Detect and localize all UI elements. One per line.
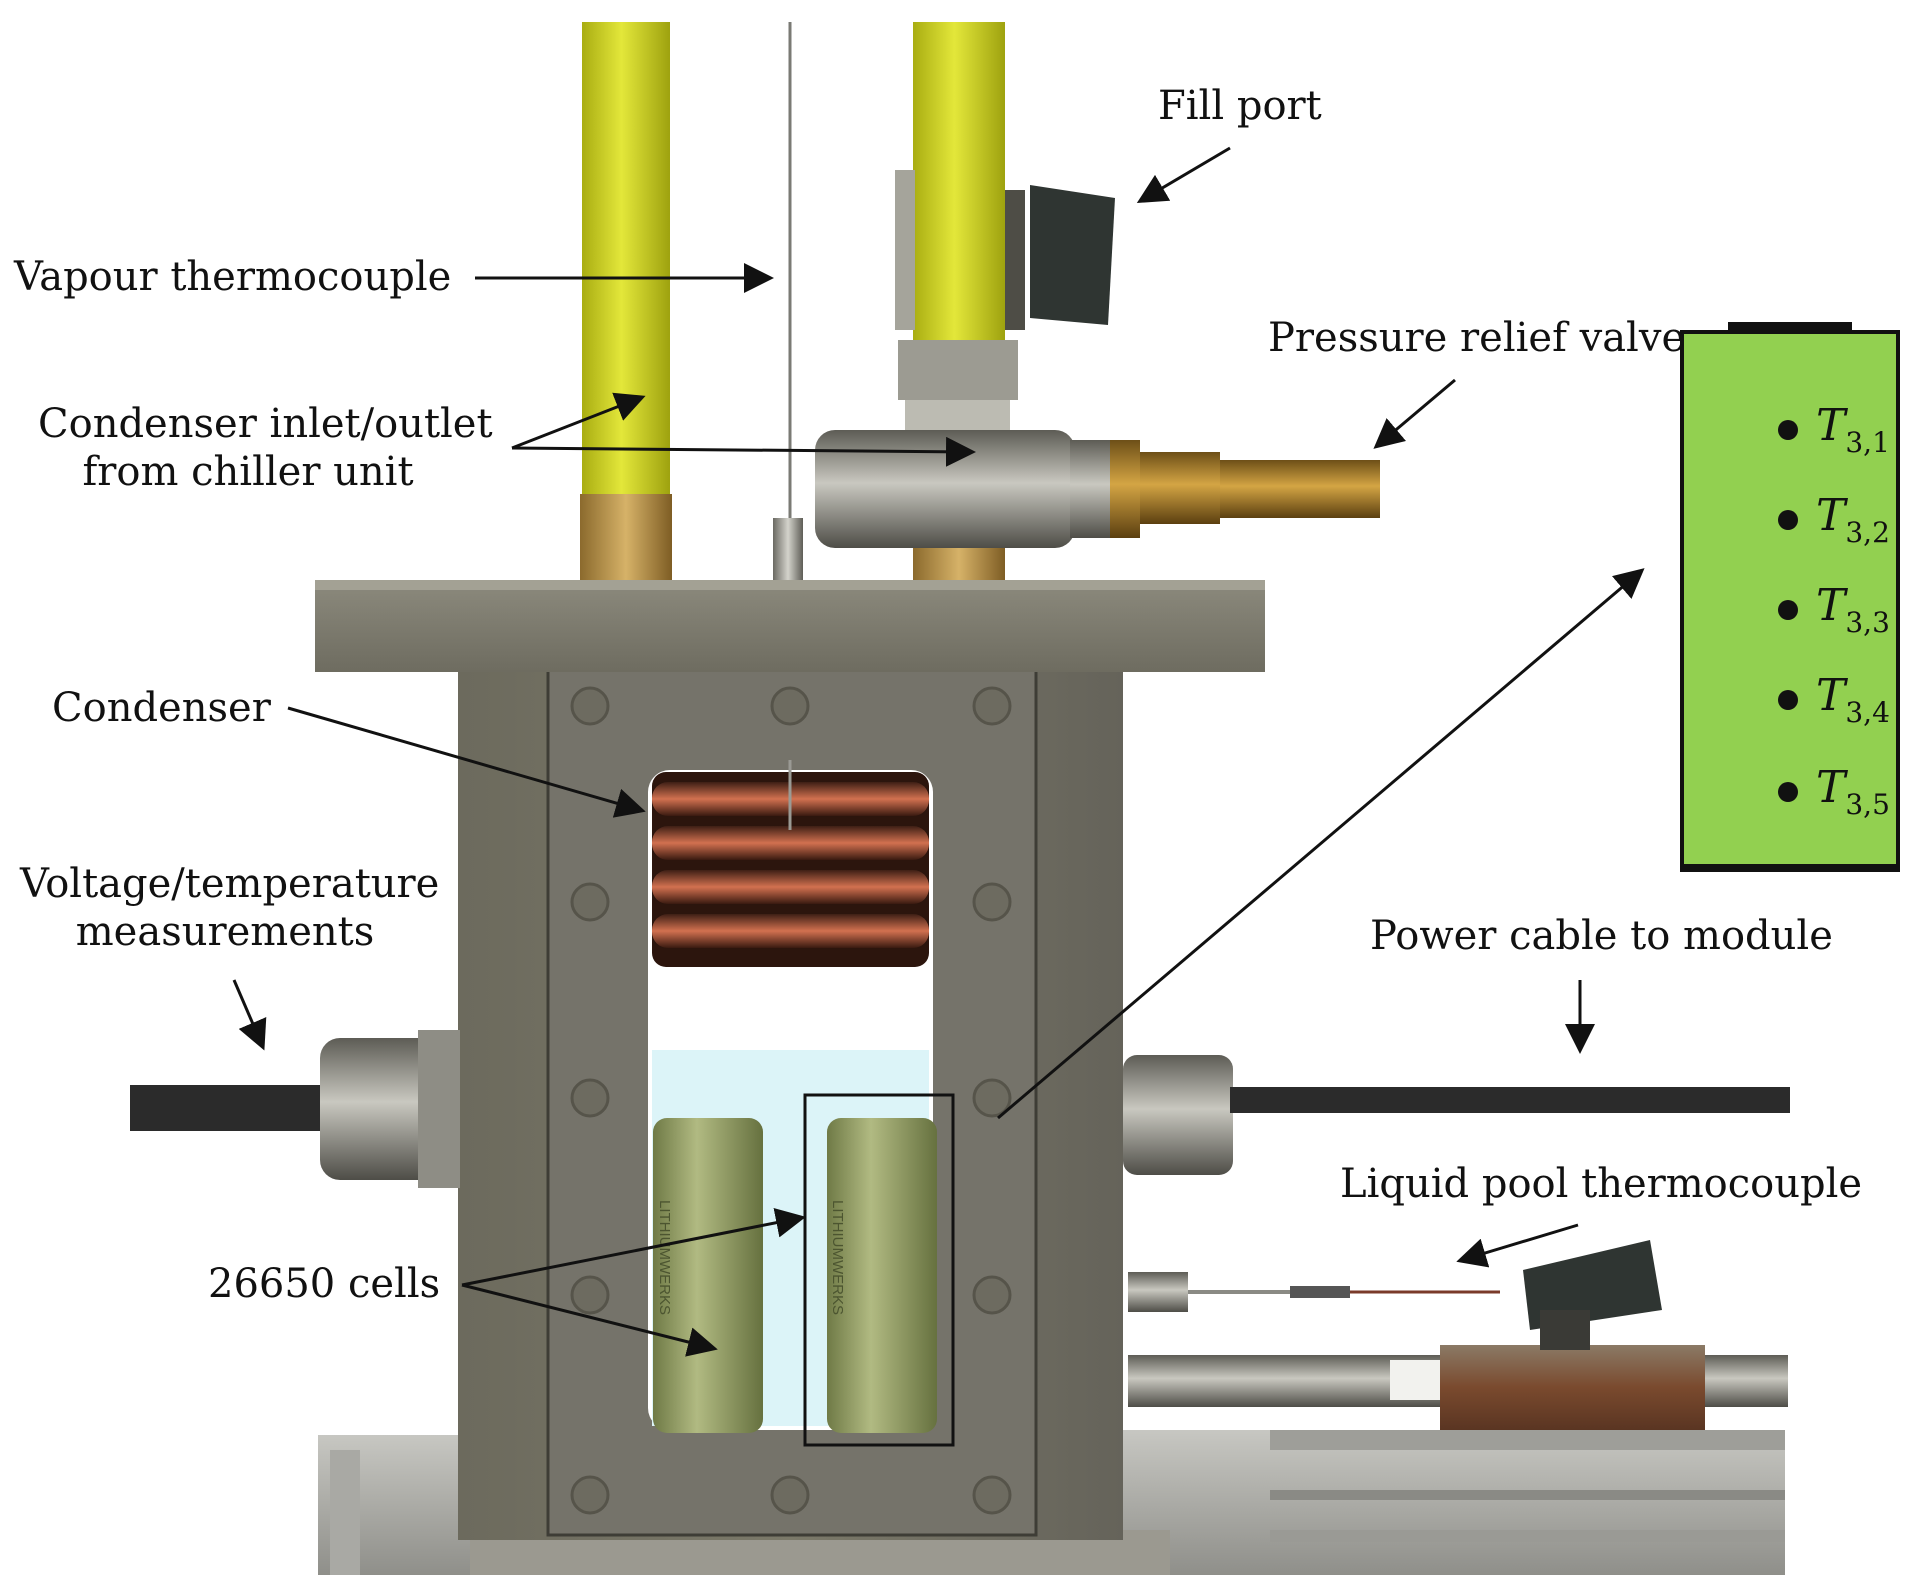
label-voltage-line1: Voltage/temperature [20,861,440,907]
thermocouple-dot [1778,600,1798,620]
arrow-fill-port [1136,146,1231,204]
thermocouple-dot [1778,420,1798,440]
label-condenser-inlet-line2: from chiller unit [82,449,414,495]
arrow-condenser-inlet-left [511,392,646,450]
cell-label-left: LITHIUMWERKS [656,1200,673,1315]
arrow-cells-right [461,1207,806,1287]
label-cells: 26650 cells [208,1261,441,1307]
label-condenser-inlet-line1: Condenser inlet/outlet [38,401,493,447]
label-voltage-line2: measurements [75,909,375,955]
vapour-thermocouple-probe [773,22,803,580]
fill-port-valve [895,170,1115,430]
label-pressure-relief-valve: Pressure relief valve [1268,315,1686,361]
arrow-liquid-pool [1456,1223,1579,1268]
panel-thermocouple-4: T3,4 [1778,670,1890,729]
thermocouple-dot [1778,690,1798,710]
base-frame [318,1430,1785,1575]
enclosure-bolts [570,686,1012,1515]
arrow-condenser [287,706,646,818]
right-cable-gland [1123,1055,1790,1175]
left-cable-gland [130,1030,460,1188]
label-power-cable: Power cable to module [1370,913,1833,959]
cell-label-right: LITHIUMWERKS [829,1200,846,1315]
panel-thermocouple-2: T3,2 [1778,490,1890,549]
cells: LITHIUMWERKS LITHIUMWERKS [653,1093,955,1447]
cell-highlight-box [803,1093,955,1447]
arrow-voltage-measurements [232,979,267,1051]
thermocouple-dot [1778,510,1798,530]
label-vapour-thermocouple: Vapour thermocouple [14,254,452,300]
label-condenser-inlet: Condenser inlet/outlet from chiller unit [38,400,493,496]
label-condenser: Condenser [52,685,271,731]
annotation-arrows [232,146,1645,1357]
pressure-relief-valve [815,430,1380,548]
label-fill-port: Fill port [1158,83,1322,129]
arrow-panel-pointer [997,568,1645,1120]
arrow-cells-left [461,1283,718,1357]
label-voltage-measurements: Voltage/temperature measurements [20,860,440,956]
panel-thermocouple-1: T3,1 [1778,400,1890,459]
panel-thermocouple-3: T3,3 [1778,580,1890,639]
liquid-pool-thermocouple [1128,1272,1500,1312]
drain-valve [1128,1240,1788,1430]
thermocouple-dot [1778,782,1798,802]
arrow-pressure-relief [1373,378,1456,449]
arrow-condenser-inlet-right [511,436,976,467]
top-plate [315,580,1265,672]
panel-thermocouple-5: T3,5 [1778,762,1890,821]
label-liquid-pool-thermocouple: Liquid pool thermocouple [1340,1161,1863,1207]
condenser-coil [652,760,929,967]
